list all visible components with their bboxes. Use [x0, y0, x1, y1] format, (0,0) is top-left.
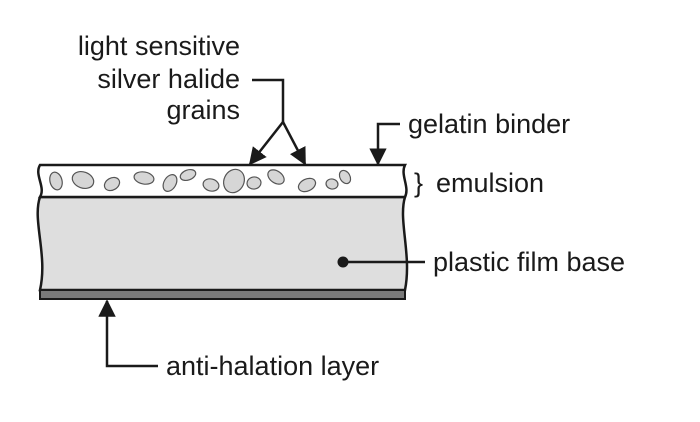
grain — [325, 178, 339, 190]
grain — [267, 169, 285, 185]
emulsion-brace: } — [414, 168, 423, 198]
anti-halation-label: anti-halation layer — [166, 351, 379, 381]
grain — [133, 171, 155, 185]
gelatin-binder-label: gelatin binder — [408, 109, 570, 139]
grains-leader-line — [252, 78, 285, 122]
grain — [246, 176, 262, 190]
anti-halation-layer-strip — [39, 289, 406, 300]
grains-label-line1: light sensitive — [78, 31, 240, 61]
grain — [179, 168, 197, 182]
plastic-film-base-layer — [36, 195, 409, 292]
grains-arrow-right — [281, 121, 307, 166]
grain — [223, 168, 245, 194]
grains-arrow-left — [248, 121, 284, 166]
anti-halation-leader — [98, 299, 158, 368]
plastic-film-base-label: plastic film base — [433, 247, 625, 277]
emulsion-layer — [37, 163, 408, 199]
gelatin-binder-leader — [369, 122, 400, 166]
grain — [162, 174, 178, 192]
grain — [71, 170, 95, 190]
grain — [338, 169, 352, 185]
grains-label-line3: grains — [166, 95, 240, 125]
grain — [297, 177, 317, 193]
silver-halide-grains — [49, 168, 352, 194]
grains-label-line2: silver halide — [97, 64, 240, 94]
emulsion-label: emulsion — [436, 168, 544, 198]
grain — [49, 171, 63, 191]
film-base-dot — [337, 256, 349, 268]
grain — [103, 176, 121, 192]
grain — [202, 178, 220, 192]
